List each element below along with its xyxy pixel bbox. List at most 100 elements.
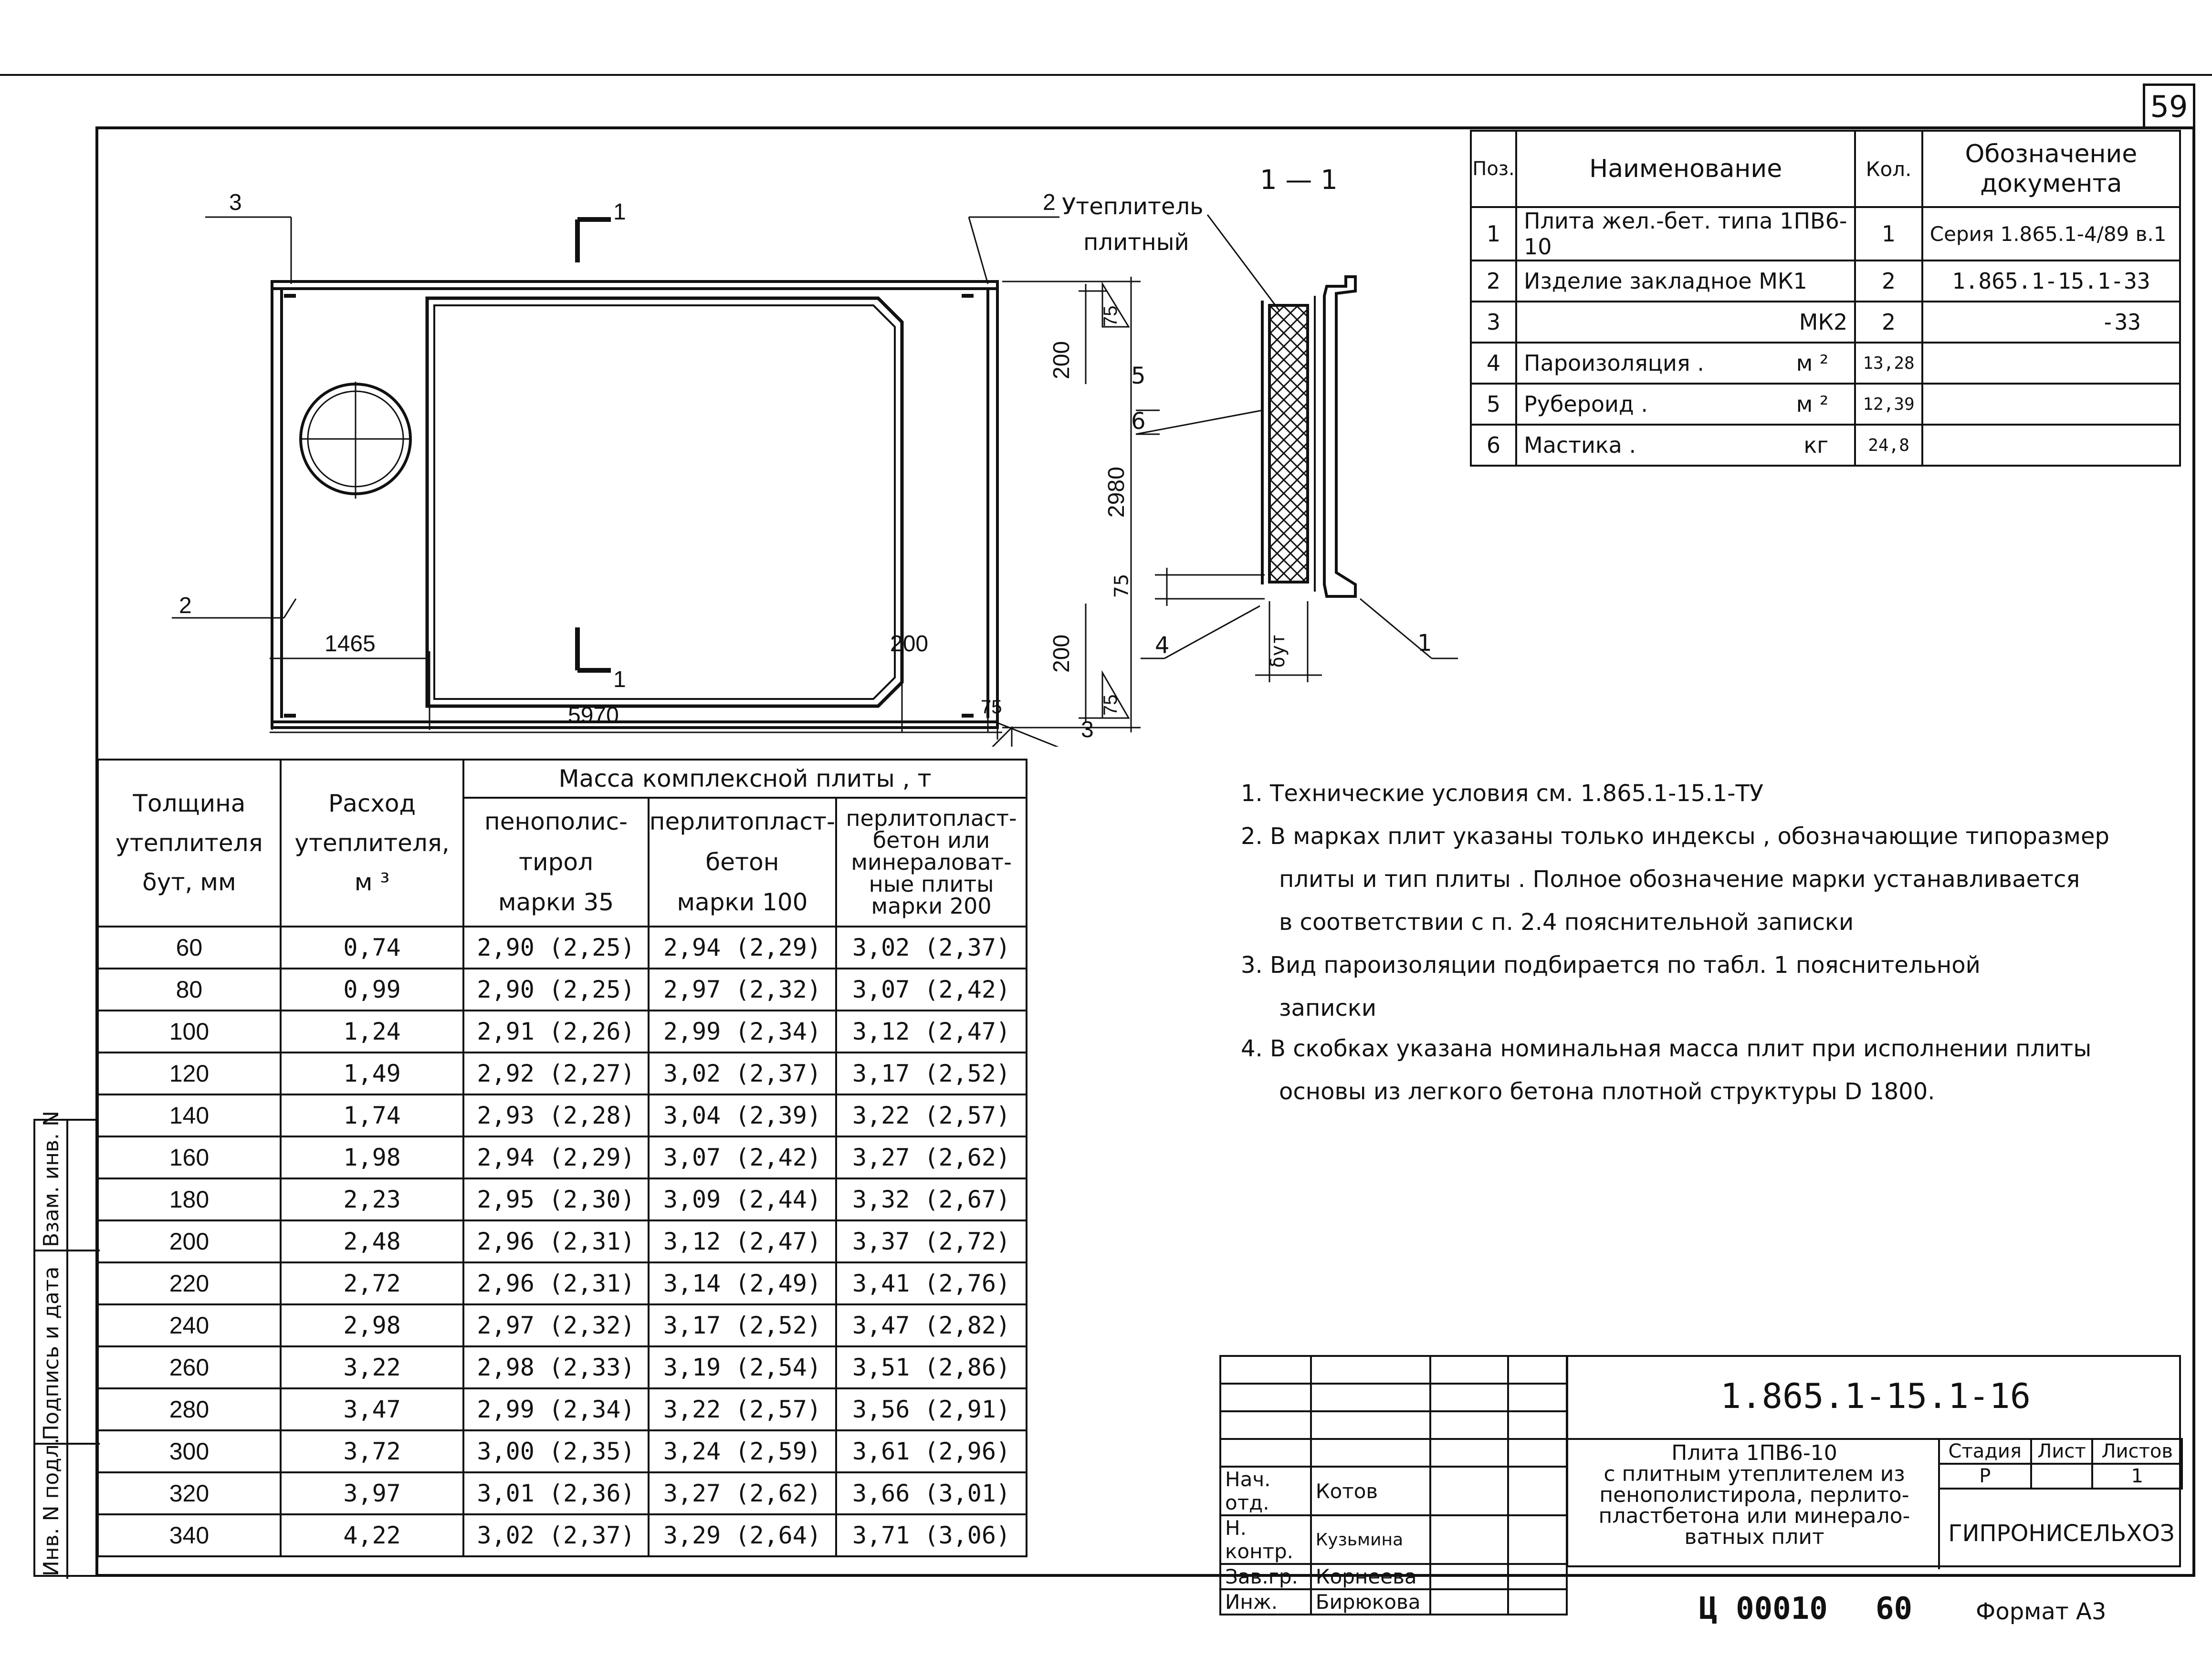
- drawing-frame: [95, 126, 2195, 1577]
- spec-qty: 12,39: [1854, 383, 1923, 426]
- perlite-mass-cell: 3,02 (2,37): [647, 1052, 838, 1095]
- spec-header-pos: Поз.: [1469, 130, 1518, 208]
- stage-header: Стадия: [1938, 1438, 2032, 1465]
- spec-row: 3 МК2 2 -33: [1469, 301, 2181, 344]
- spec-qty: 13,28: [1854, 342, 1923, 385]
- thickness-cell: 60: [97, 926, 282, 969]
- thickness-cell: 120: [97, 1052, 282, 1095]
- consumption-cell: 2,23: [279, 1178, 465, 1221]
- foam-mass-cell: 3,02 (2,37): [462, 1513, 650, 1557]
- spec-header-doc: Обозначение документа: [1921, 130, 2181, 208]
- consumption-cell: 2,72: [279, 1261, 465, 1305]
- side-label-sign: Подпись и дата: [39, 1266, 63, 1440]
- perlite-mass-cell: 3,24 (2,59): [647, 1429, 838, 1473]
- section-title: 1 — 1: [1260, 165, 1338, 196]
- callout-3-top: 3: [229, 190, 242, 215]
- callout-2-bottom: 2: [179, 593, 192, 618]
- title-block-right: 1.865.1-15.1-16 Плита 1ПВ6-10 с плитным …: [1566, 1355, 2183, 1569]
- sheet-header: Лист: [2030, 1438, 2094, 1465]
- spec-name: Плита жел.-бет. типа 1ПВ6-10: [1515, 206, 1856, 261]
- spec-doc: Серия 1.865.1-4/89 в.1: [1921, 206, 2181, 261]
- spec-row: 2 Изделие закладное МК1 2 1.865.1-15.1-3…: [1469, 260, 2181, 302]
- organization: ГИПРОНИСЕЛЬХОЗ: [1948, 1520, 2175, 1547]
- spec-name: МК2: [1515, 301, 1856, 344]
- note-2-cont-2: в соответствии с п. 2.4 пояснительной за…: [1279, 909, 1854, 936]
- foam-mass-cell: 3,00 (2,35): [462, 1429, 650, 1473]
- consumption-cell: 1,24: [279, 1010, 465, 1053]
- mineral-mass-cell: 3,71 (3,06): [835, 1513, 1027, 1557]
- format-label: Формат А3: [1976, 1598, 2107, 1625]
- thickness-cell: 260: [97, 1345, 282, 1389]
- dim-75-section: 75: [1111, 573, 1133, 598]
- role-control: Н. контр.: [1219, 1514, 1312, 1565]
- thickness-cell: 80: [97, 968, 282, 1011]
- perlite-mass-cell: 3,14 (2,49): [647, 1261, 838, 1305]
- mineral-mass-cell: 3,37 (2,72): [835, 1219, 1027, 1263]
- note-2: 2. В марках плит указаны только индексы …: [1241, 823, 2109, 850]
- consumption-cell: 1,49: [279, 1052, 465, 1095]
- spec-name: Изделие закладное МК1: [1515, 260, 1856, 302]
- foam-mass-cell: 2,93 (2,28): [462, 1094, 650, 1137]
- mineral-mass-cell: 3,12 (2,47): [835, 1010, 1027, 1053]
- note-4-cont: основы из легкого бетона плотной структу…: [1279, 1078, 1935, 1105]
- signature-1: [1429, 1466, 1509, 1516]
- insulation-layer: [1268, 304, 1309, 584]
- insulation-label-2: плитный: [1083, 229, 1189, 256]
- foam-mass-cell: 2,97 (2,32): [462, 1303, 650, 1347]
- perlite-mass-cell: 2,94 (2,29): [647, 926, 838, 969]
- perlite-mass-cell: 3,04 (2,39): [647, 1094, 838, 1137]
- spec-name: Рубероид .м ²: [1515, 383, 1856, 426]
- thickness-cell: 220: [97, 1261, 282, 1305]
- perlite-mass-cell: 3,07 (2,42): [647, 1136, 838, 1179]
- mineral-mass-cell: 3,66 (3,01): [835, 1471, 1027, 1515]
- foam-mass-cell: 2,98 (2,33): [462, 1345, 650, 1389]
- consumption-cell: 2,98: [279, 1303, 465, 1347]
- consumption-cell: 3,47: [279, 1387, 465, 1431]
- note-1: 1. Технические условия см. 1.865.1-15.1-…: [1241, 780, 1764, 807]
- dim-75-right-b: 75: [1100, 695, 1121, 716]
- spec-header-name: Наименование: [1515, 130, 1856, 208]
- page-number: 59: [2150, 89, 2188, 124]
- page-number-box: 59: [2143, 83, 2195, 129]
- drawing-title: Плита 1ПВ6-10 с плитным утеплителем из п…: [1598, 1441, 1910, 1549]
- spec-row: 6 Мастика .кг 24,8: [1469, 424, 2181, 467]
- foam-mass-cell: 2,95 (2,30): [462, 1178, 650, 1221]
- dim-200-right-a: 200: [1049, 341, 1074, 379]
- mineral-mass-cell: 3,02 (2,37): [835, 926, 1027, 969]
- foam-mass-cell: 2,94 (2,29): [462, 1136, 650, 1179]
- mineral-mass-cell: 3,07 (2,42): [835, 968, 1027, 1011]
- spec-qty: 2: [1854, 301, 1923, 344]
- thickness-cell: 240: [97, 1303, 282, 1347]
- role-head: Нач. отд.: [1219, 1466, 1312, 1516]
- mass-header-group: Масса комплексной плиты , т: [462, 759, 1027, 799]
- side-stamp: Инв. N подл. Подпись и дата Взам. инв. N: [33, 1111, 100, 1579]
- mineral-mass-cell: 3,22 (2,57): [835, 1094, 1027, 1137]
- thickness-cell: 320: [97, 1471, 282, 1515]
- inner-panel: [425, 296, 904, 708]
- perlite-mass-cell: 3,22 (2,57): [647, 1387, 838, 1431]
- spec-pos: 5: [1469, 383, 1518, 426]
- side-label-replace: Взам. инв. N: [39, 1111, 63, 1247]
- name-group: Корнеева: [1310, 1563, 1431, 1590]
- stage-table: Стадия Лист Листов Р 1: [1938, 1438, 2183, 1490]
- foam-mass-cell: 2,96 (2,31): [462, 1261, 650, 1305]
- signature-4: [1429, 1588, 1509, 1615]
- stage-value: Р: [1938, 1463, 2032, 1490]
- note-4: 4. В скобках указана номинальная масса п…: [1241, 1035, 2092, 1062]
- dim-200-right-b: 200: [1049, 635, 1074, 673]
- footer-code: Ц 00010: [1699, 1591, 1828, 1626]
- callout-1-section: 1: [1417, 630, 1432, 657]
